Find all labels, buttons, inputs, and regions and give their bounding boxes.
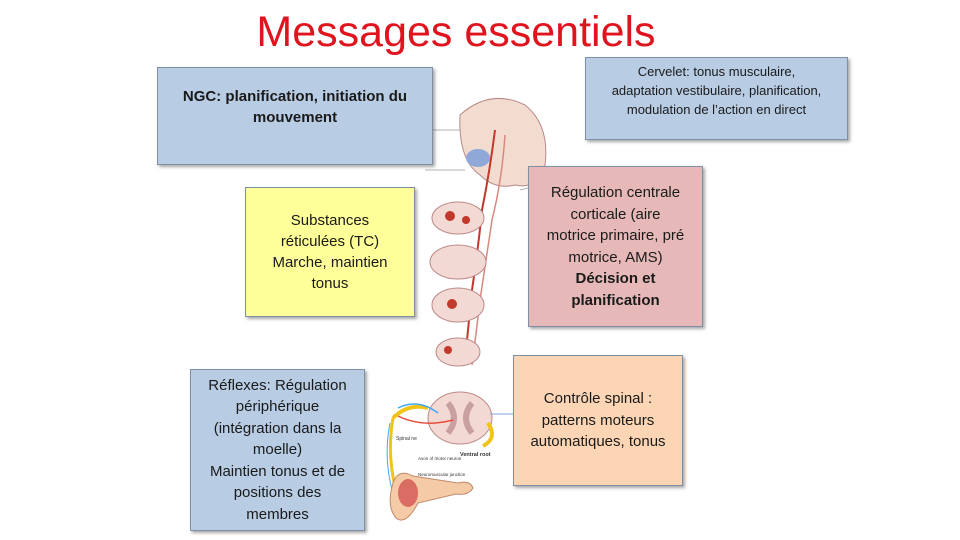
- label-junction: Neuromuscular junction: [418, 472, 466, 477]
- label-axon: Axon of motor neuron: [418, 456, 462, 461]
- cervelet-line: Cervelet: tonus musculaire,: [637, 64, 796, 79]
- regulation-bold-line: Décision et: [575, 270, 656, 287]
- ventral-root: [481, 421, 494, 448]
- cervelet-line: adaptation vestibulaire, planification,: [611, 83, 822, 98]
- regulation-line: motrice primaire, pré: [546, 227, 685, 244]
- spinal-line: patterns moteurs: [541, 411, 655, 429]
- ngc-box: NGC: planification, initiation du mouvem…: [157, 67, 433, 165]
- regulation-line: Régulation centrale: [550, 184, 681, 201]
- descending-tract-2: [471, 134, 506, 366]
- reflexes-line: membres: [246, 505, 309, 523]
- spinal-line: automatiques, tonus: [530, 433, 666, 451]
- connector-line: [490, 413, 514, 415]
- reflexes-line: Réflexes: Régulation: [208, 376, 347, 394]
- regulation-bold-line: planification: [571, 291, 660, 309]
- motor-fiber: [397, 415, 454, 424]
- descending-tract: [464, 129, 496, 361]
- medulla-slice: [431, 287, 485, 323]
- substances-line: réticulées (TC): [280, 233, 380, 250]
- spinal-line: Contrôle spinal :: [543, 390, 653, 408]
- brain-pathways-illustration: [425, 98, 560, 367]
- cord-slice: [435, 337, 481, 367]
- reflexes-box: Réflexes: Régulation périphérique (intég…: [190, 369, 365, 531]
- dorsal-root: [391, 404, 429, 420]
- substances-line: Substances: [290, 212, 370, 229]
- label-spinal-nerve: Spinal ne: [396, 436, 417, 442]
- reflex-arc-illustration: Spinal ne Ventral root Axon of motor neu…: [386, 391, 494, 521]
- thalamus-shape: [466, 149, 490, 167]
- ngc-line: NGC: planification, initiation du: [182, 88, 408, 105]
- pons-slice: [429, 244, 487, 280]
- label-ventral-root: Ventral root: [460, 452, 491, 458]
- substances-line: tonus: [311, 275, 349, 292]
- reflexes-line: positions des: [233, 484, 322, 502]
- cervelet-box: Cervelet: tonus musculaire, adaptation v…: [585, 57, 848, 140]
- reflexes-line: périphérique: [235, 398, 320, 416]
- sensory-fiber: [397, 403, 439, 414]
- midbrain-slice: [431, 201, 485, 235]
- reflexes-line: Maintien tonus et de: [209, 462, 346, 480]
- cervelet-line: modulation de l’action en direct: [626, 102, 807, 117]
- substances-line: Marche, maintien: [272, 254, 388, 271]
- page-title: Messages essentiels: [256, 8, 656, 56]
- regulation-box: Régulation centrale corticale (aire motr…: [528, 166, 703, 327]
- spinal-box: Contrôle spinal : patterns moteurs autom…: [513, 355, 683, 486]
- regulation-line: motrice, AMS): [568, 248, 663, 266]
- ngc-line: mouvement: [252, 109, 338, 126]
- reflexes-line: (intégration dans la: [213, 419, 342, 437]
- spinal-cord-section: [427, 391, 493, 445]
- reflexes-line: moelle): [252, 441, 303, 459]
- regulation-line: corticale (aire: [570, 205, 661, 223]
- substances-box: Substances réticulées (TC) Marche, maint…: [245, 187, 415, 317]
